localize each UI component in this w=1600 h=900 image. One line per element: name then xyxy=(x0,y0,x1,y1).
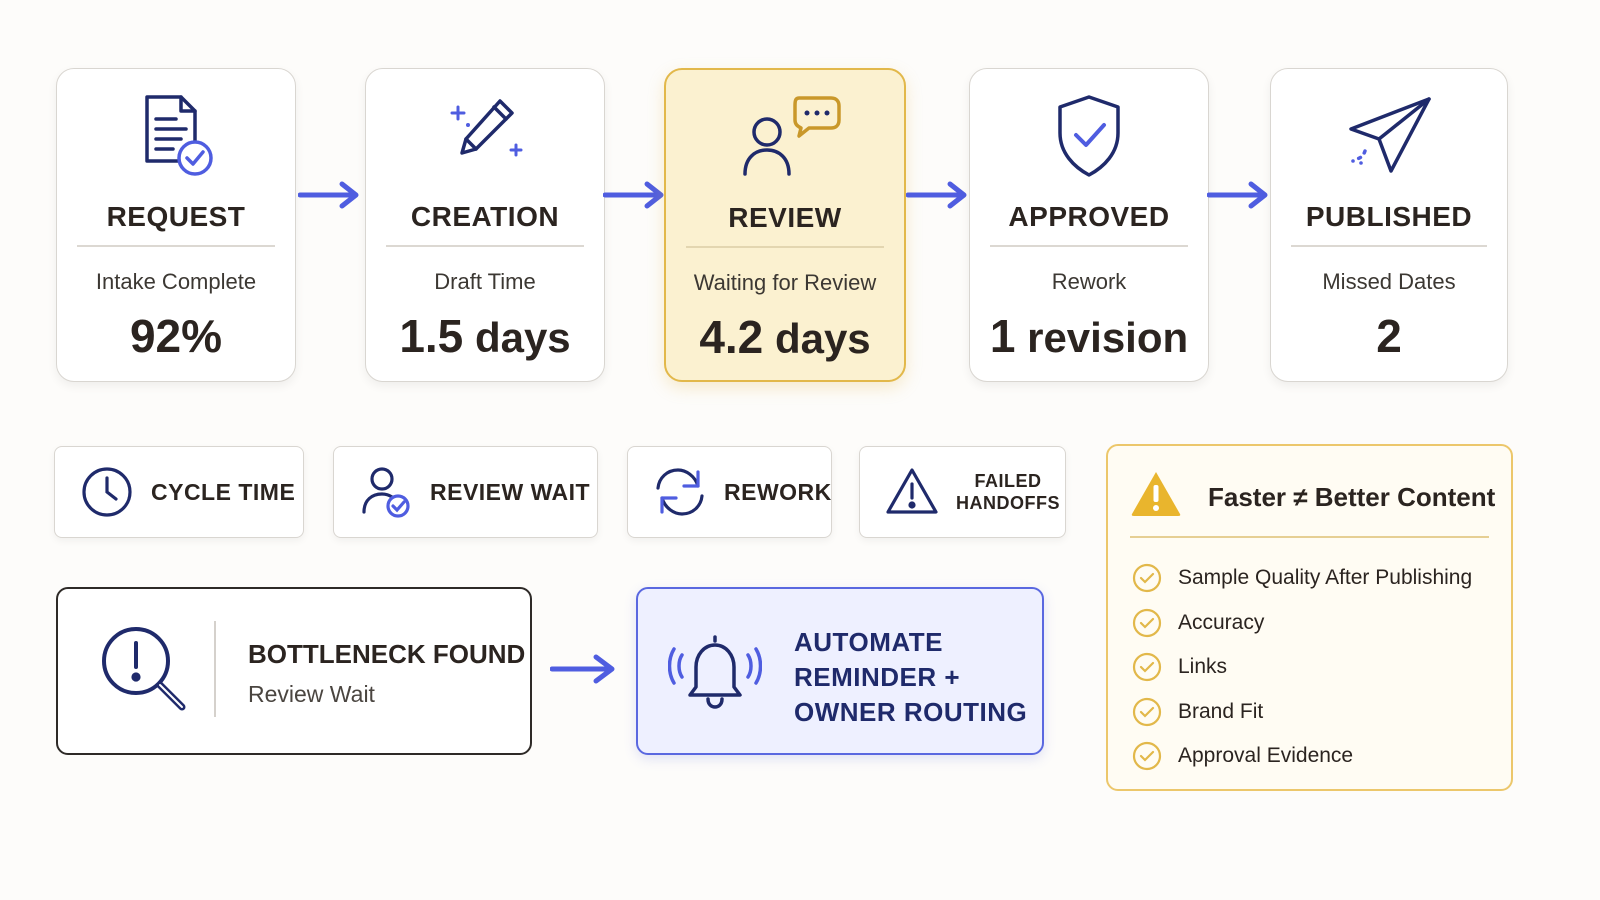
metric-label: REVIEW WAIT xyxy=(430,478,591,505)
stage-metric-label: Waiting for Review xyxy=(693,270,877,295)
quality-panel: Faster ≠ Better Content Sample Quality A… xyxy=(1106,444,1513,791)
check-circle-icon xyxy=(1132,697,1162,726)
stage-metric-value: 1 revision xyxy=(989,310,1189,362)
arrow-icon xyxy=(906,181,967,209)
metric-review-wait: REVIEW WAIT xyxy=(333,446,598,538)
divider xyxy=(990,245,1188,247)
stage-metric-label: Missed Dates xyxy=(1322,269,1456,294)
stage-title: REQUEST xyxy=(106,201,246,232)
metric-cycle-time: CYCLE TIME xyxy=(54,446,304,538)
arrow-icon xyxy=(603,181,664,209)
bottleneck-subtitle: Review Wait xyxy=(248,681,375,707)
divider xyxy=(77,245,275,247)
stage-title: REVIEW xyxy=(728,202,842,233)
shield-check-icon xyxy=(970,91,1208,181)
arrow-icon xyxy=(1207,181,1268,209)
stage-metric-value: 1.5 days xyxy=(399,310,571,362)
divider xyxy=(1130,536,1489,538)
check-circle-icon xyxy=(1132,653,1162,682)
refresh-icon xyxy=(652,464,708,520)
arrow-icon xyxy=(550,654,615,684)
stage-published: PUBLISHED Missed Dates 2 xyxy=(1270,68,1508,382)
divider xyxy=(686,246,884,248)
check-circle-icon xyxy=(1132,564,1162,593)
automation-label: AUTOMATE REMINDER + OWNER ROUTING xyxy=(794,627,1028,727)
list-item: Sample Quality After Publishing xyxy=(1132,556,1472,601)
stage-approved: APPROVED Rework 1 revision xyxy=(969,68,1209,382)
bottleneck-card: BOTTLENECK FOUND Review Wait xyxy=(56,587,532,755)
metric-label: CYCLE TIME xyxy=(151,478,296,505)
stage-review: REVIEW Waiting for Review 4.2 days xyxy=(664,68,906,382)
pencil-sparkle-icon xyxy=(366,91,604,181)
metric-label: REWORK xyxy=(724,478,832,505)
arrow-icon xyxy=(298,181,359,209)
check-circle-icon xyxy=(1132,608,1162,637)
divider xyxy=(386,245,584,247)
list-item: Accuracy xyxy=(1132,601,1472,646)
stage-metric-label: Rework xyxy=(1051,269,1127,294)
stage-metric-label: Draft Time xyxy=(434,269,536,294)
magnifier-alert-icon xyxy=(98,623,192,722)
stage-metric-value: 4.2 days xyxy=(699,311,871,363)
warning-triangle-icon xyxy=(1130,470,1182,523)
divider xyxy=(214,621,216,717)
stage-creation: CREATION Draft Time 1.5 days xyxy=(365,68,605,382)
bottleneck-title: BOTTLENECK FOUND xyxy=(248,639,526,669)
document-check-icon xyxy=(57,91,295,181)
quality-checklist: Sample Quality After Publishing Accuracy… xyxy=(1132,556,1472,779)
paper-plane-icon xyxy=(1271,91,1507,181)
stage-title: PUBLISHED xyxy=(1305,201,1473,232)
metric-rework: REWORK xyxy=(627,446,832,538)
check-circle-icon xyxy=(1132,742,1162,771)
stage-metric-value: 92% xyxy=(129,310,223,362)
stage-metric-value: 2 xyxy=(1376,310,1402,362)
user-check-icon xyxy=(358,464,414,520)
list-item: Links xyxy=(1132,645,1472,690)
list-item: Approval Evidence xyxy=(1132,734,1472,779)
stage-title: CREATION xyxy=(410,201,560,232)
divider xyxy=(1291,245,1487,247)
list-item: Brand Fit xyxy=(1132,690,1472,735)
warning-icon xyxy=(884,464,940,520)
stage-request: REQUEST Intake Complete 92% xyxy=(56,68,296,382)
clock-icon xyxy=(79,464,135,520)
automation-card: AUTOMATE REMINDER + OWNER ROUTING xyxy=(636,587,1044,755)
person-chat-icon xyxy=(666,92,904,182)
stage-title: APPROVED xyxy=(1008,201,1170,232)
bell-icon xyxy=(667,629,763,720)
quality-title: Faster ≠ Better Content xyxy=(1208,482,1496,512)
stage-metric-label: Intake Complete xyxy=(95,269,257,294)
